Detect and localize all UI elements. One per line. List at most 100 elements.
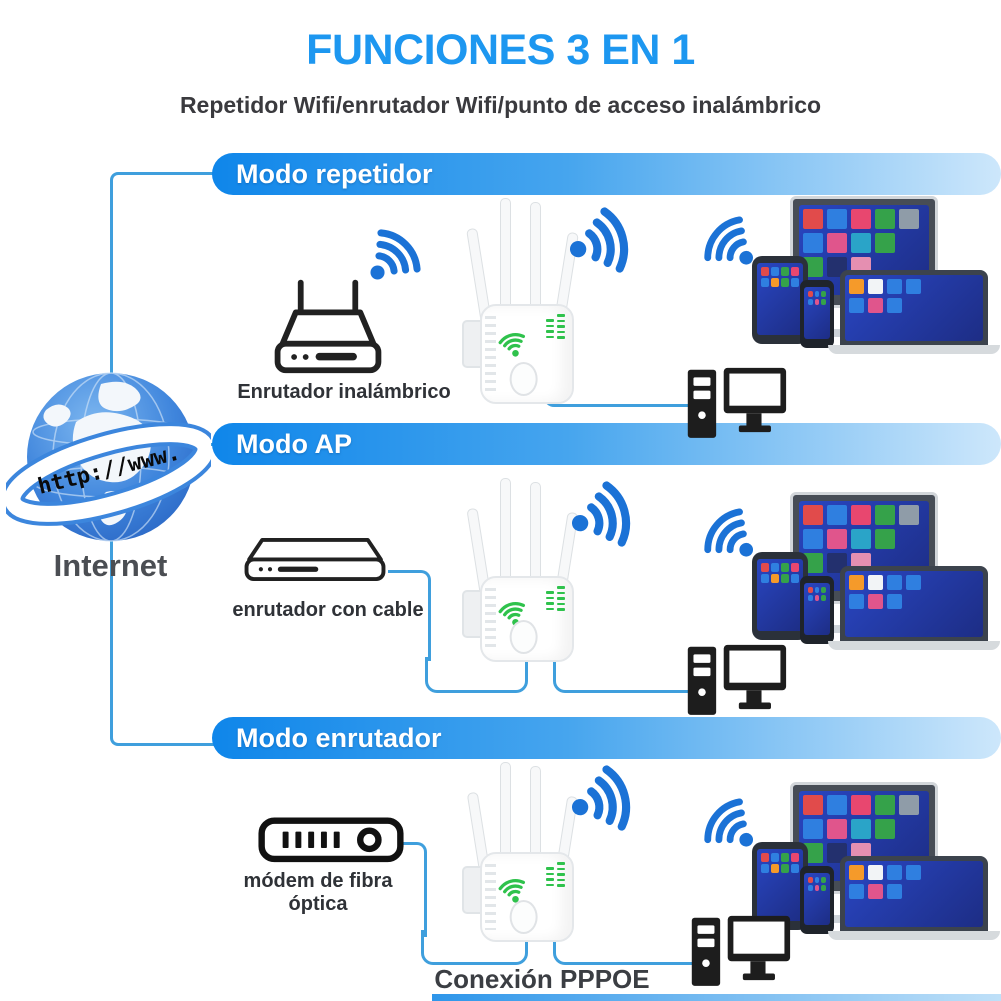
app-tile [868, 884, 883, 899]
laptop-base [828, 641, 1000, 650]
fiber-modem-label: módem de fibra óptica [243, 870, 393, 915]
app-tile [781, 574, 789, 583]
app-tile [849, 575, 864, 590]
app-tile [906, 865, 921, 880]
app-tile [808, 885, 813, 891]
app-tile-row [849, 279, 979, 294]
app-tile-row [761, 864, 799, 873]
app-tile [814, 877, 820, 883]
app-tile [851, 795, 871, 815]
app-tile [887, 298, 902, 313]
laptop-screen [845, 275, 983, 341]
repeater-body [480, 304, 574, 404]
repeater3-to-pc-line [553, 930, 696, 965]
wifi-signal-icon [558, 472, 649, 563]
app-tile [761, 574, 769, 583]
repeater-led-column [557, 314, 565, 339]
app-tile [875, 505, 895, 525]
app-tile-row [808, 587, 827, 593]
app-tile [868, 594, 883, 609]
app-tile [899, 505, 919, 525]
app-tile [803, 529, 823, 549]
app-tile [791, 278, 799, 287]
app-tile [814, 291, 820, 297]
app-tile [906, 279, 921, 294]
phone-screen [804, 287, 830, 339]
internet-label: Internet [53, 548, 168, 583]
app-tile [771, 574, 779, 583]
app-tile-row [803, 233, 925, 253]
repeater-led-column [546, 867, 554, 886]
tablet-screen [757, 559, 803, 631]
app-tile [803, 843, 823, 863]
wifi-signal-icon [347, 213, 438, 304]
tablet-icon [752, 256, 808, 344]
app-tile [875, 209, 895, 229]
app-tile [821, 885, 827, 891]
app-tile-row [808, 291, 827, 297]
laptop-screen [845, 861, 983, 927]
app-tile [761, 267, 769, 276]
app-tile [808, 595, 813, 601]
app-tile-row [803, 505, 925, 525]
app-tile [814, 885, 820, 891]
app-tile [899, 209, 919, 229]
wifi-repeater-device [458, 198, 583, 410]
repeater-antenna [530, 202, 541, 316]
app-tile [899, 795, 919, 815]
app-tile-row [808, 885, 827, 891]
repeater-vents [485, 316, 496, 392]
app-tile [887, 594, 902, 609]
app-tile-row [808, 299, 827, 305]
app-tile [791, 864, 799, 873]
app-tile [771, 267, 779, 276]
repeater-led-column [546, 591, 554, 610]
repeater-green-wifi-icon [498, 333, 526, 357]
router2-down-line [388, 570, 431, 661]
app-tile [803, 209, 823, 229]
app-tile [827, 819, 847, 839]
monitor-screen [799, 501, 929, 591]
app-tile [781, 864, 789, 873]
repeater-wps-button [509, 620, 538, 654]
wired-router-label: enrutador con cable [232, 599, 424, 621]
app-tile [875, 233, 895, 253]
wifi-repeater-device [458, 478, 583, 662]
tablet-screen [757, 263, 803, 335]
app-tile [808, 877, 813, 883]
app-tile [781, 853, 789, 862]
wifi-repeater-device [458, 762, 583, 942]
app-tile [849, 298, 864, 313]
tablet-icon [752, 552, 808, 640]
app-tile [875, 795, 895, 815]
client-devices-cluster [746, 196, 1001, 364]
app-tile [821, 291, 827, 297]
wifi-signal-icon [687, 493, 774, 580]
app-tile [771, 853, 779, 862]
app-tile [849, 279, 864, 294]
app-tile [851, 209, 871, 229]
app-tile [827, 233, 847, 253]
app-tile [821, 595, 827, 601]
app-tile [868, 575, 883, 590]
app-tile [761, 278, 769, 287]
app-tile [771, 563, 779, 572]
app-tile [771, 864, 779, 873]
section-header-router-mode: Modo enrutador [212, 717, 1001, 759]
app-tile-row [803, 529, 925, 549]
phone-icon [800, 866, 834, 934]
app-tile [791, 563, 799, 572]
app-tile [814, 595, 820, 601]
repeater-antenna [500, 198, 511, 312]
laptop-base [828, 931, 1000, 940]
app-tile [887, 575, 902, 590]
repeater-wps-button [509, 900, 538, 934]
wireless-router-icon [266, 276, 390, 379]
pppoe-connection-label: Conexión PPPOE [434, 964, 650, 994]
page-subtitle: Repetidor Wifi/enrutador Wifi/punto de a… [179, 92, 822, 118]
desktop-pc-icon [684, 643, 788, 719]
wifi-signal-icon [558, 756, 649, 847]
laptop-icon [840, 856, 988, 932]
section-header-ap-mode: Modo AP [212, 423, 1001, 465]
